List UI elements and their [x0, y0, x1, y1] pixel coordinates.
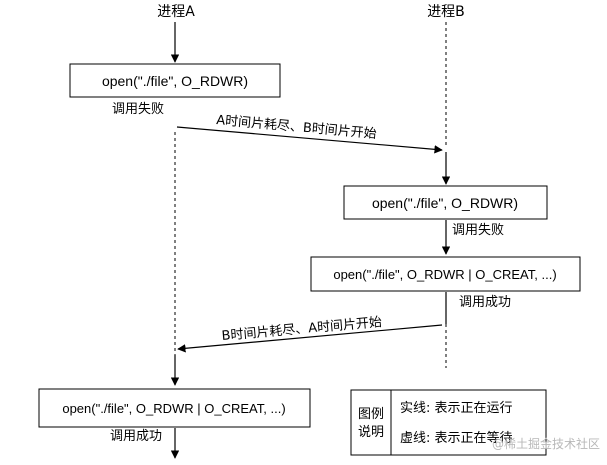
- process-a-open-box-2: [38, 388, 311, 428]
- context-switch-b-to-a-label: B时间片耗尽、A时间片开始: [221, 315, 383, 344]
- legend-solid-description: 实线: 表示正在运行: [400, 401, 513, 416]
- process-a-open-box-1: [69, 63, 281, 98]
- legend-title-line2: 说明: [358, 425, 384, 440]
- process-a-call-success-label: 调用成功: [110, 429, 162, 444]
- watermark-text: @稀土掘金技术社区: [492, 436, 600, 451]
- process-a-header: 进程A: [157, 4, 195, 20]
- process-b-call-failed-label: 调用失败: [452, 223, 504, 238]
- process-a-call-failed-label: 调用失败: [112, 102, 164, 117]
- legend-box: [350, 389, 547, 456]
- process-a-open-box-2-text: open("./file", O_RDWR | O_CREAT, ...): [62, 401, 285, 416]
- process-b-open-box-1: [343, 185, 548, 220]
- process-a-open-box-1-text: open("./file", O_RDWR): [102, 73, 248, 89]
- context-switch-a-to-b-arrow: [176, 126, 443, 154]
- context-switch-b-to-a-arrow: [177, 324, 443, 353]
- process-b-call-success-label: 调用成功: [459, 295, 511, 310]
- legend-dashed-description: 虚线: 表示正在等待: [400, 430, 513, 446]
- process-b-open-box-2-text: open("./file", O_RDWR | O_CREAT, ...): [333, 267, 556, 282]
- process-b-open-box-2: [310, 256, 581, 292]
- process-b-header: 进程B: [427, 4, 465, 20]
- process-b-open-box-1-text: open("./file", O_RDWR): [372, 195, 518, 211]
- legend-title-line1: 图例: [358, 407, 384, 422]
